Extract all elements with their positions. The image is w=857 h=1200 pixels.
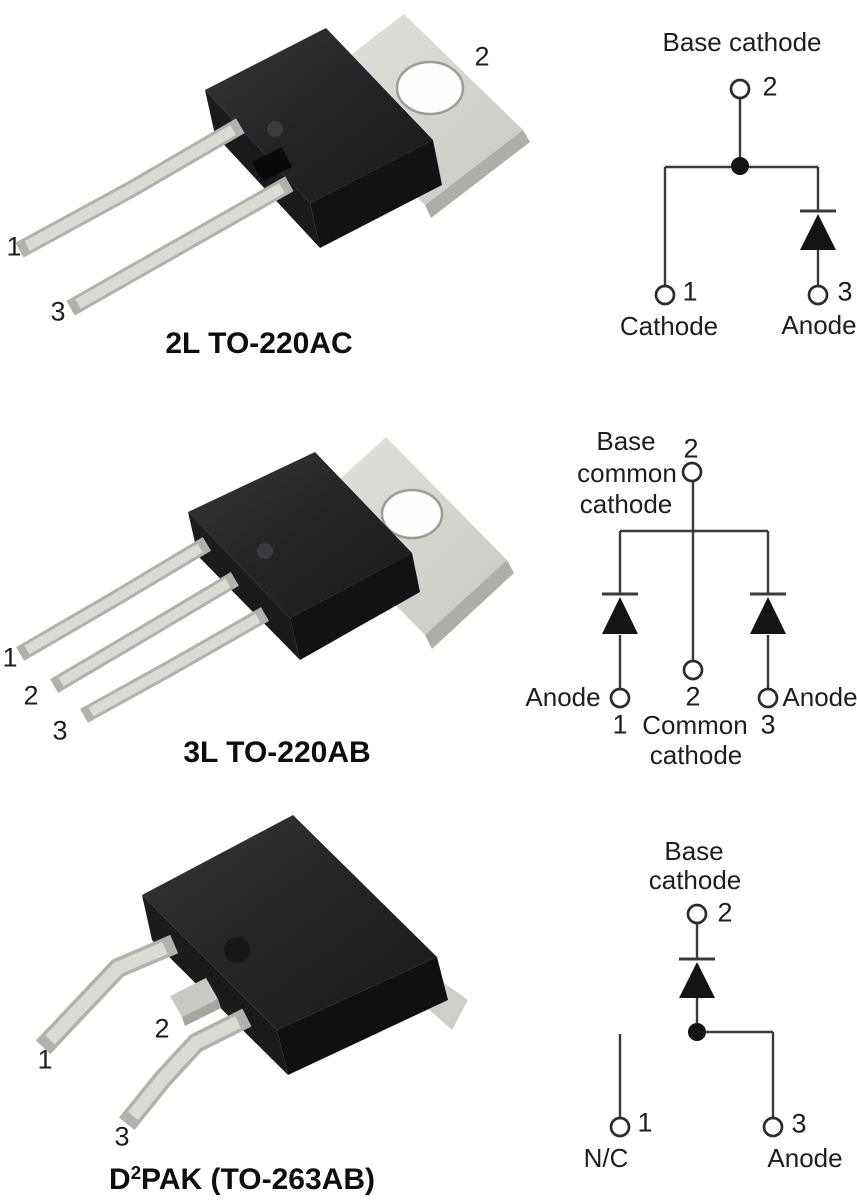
pkg1-pin3-number: 3 (50, 296, 66, 327)
pin3-terminal (762, 1116, 784, 1138)
sch1-pin1-label: Cathode (619, 311, 719, 341)
wires (663, 98, 820, 286)
body-indent (224, 937, 250, 963)
pkg1-pin2-number: 2 (474, 41, 490, 72)
schematic-2l-to220ac (654, 78, 836, 306)
pkg3-caption-prefix: D (109, 1163, 131, 1196)
metal-tab-edge (425, 130, 530, 218)
pkg3-pin2-number: 2 (154, 1013, 170, 1044)
sch2-pin2-bottom-number: 2 (685, 681, 701, 712)
package-photo-d2pak (35, 815, 468, 1131)
package-body-front (310, 140, 442, 248)
lead-1 (35, 934, 179, 1055)
sch2-pin1-label: Anode (525, 682, 601, 712)
sch1-pin2-number: 2 (762, 71, 778, 102)
sch3-pin1-number: 1 (637, 1107, 653, 1138)
sch2-pin1-number: 1 (612, 709, 628, 740)
diode-left-triangle (602, 597, 638, 634)
package-body-left (188, 512, 300, 660)
sch3-pin3-number: 3 (791, 1108, 807, 1139)
sch1-pin1-number: 1 (682, 276, 698, 307)
pin1-terminal (654, 284, 676, 306)
pkg3-caption: D2PAK (TO-263AB) (109, 1161, 375, 1196)
junction-dot (688, 1023, 706, 1041)
sch2-pin2-label-line1: Common (642, 710, 748, 740)
package-body-front (290, 553, 420, 660)
sch3-title-line1: Base (664, 836, 724, 866)
metal-tab-edge (425, 560, 514, 649)
lead-2 (50, 572, 239, 693)
diode-triangle (800, 214, 836, 250)
wires (618, 923, 775, 1118)
pkg2-caption: 3L TO-220AB (183, 736, 371, 769)
mold-gate (252, 147, 292, 182)
package-body-front (277, 957, 448, 1075)
wires (618, 481, 770, 689)
mounting-hole (395, 60, 465, 116)
pin3-terminal (807, 284, 829, 306)
schematic-3l-to220ab (602, 461, 786, 709)
lead-3 (66, 176, 294, 316)
package-photo-3l-to220ab (16, 437, 514, 723)
pkg2-pin2-number: 2 (23, 680, 39, 711)
package-body-top (205, 28, 433, 203)
sch2-pin2-label-line2: cathode (649, 740, 743, 770)
mounting-hole (380, 488, 444, 540)
pkg2-pin3-number: 3 (52, 715, 68, 746)
junction-dot (731, 157, 749, 175)
pin2-top-terminal (681, 461, 703, 483)
pkg3-pin3-number: 3 (114, 1121, 130, 1152)
pkg2-pin1-number: 1 (2, 642, 18, 673)
body-indent (267, 121, 283, 137)
lead-2-stub (170, 978, 221, 1026)
pkg3-caption-rest: PAK (TO-263AB) (141, 1163, 375, 1196)
sch2-title-line2: common (577, 458, 677, 488)
sch1-pin3-number: 3 (837, 276, 853, 307)
pin1-terminal (609, 1116, 631, 1138)
pin2-bottom-terminal (682, 659, 704, 681)
sch2-pin3-label: Anode (782, 682, 857, 712)
sch3-pin1-label: N/C (583, 1143, 629, 1173)
sch3-title-line2: cathode (648, 865, 742, 895)
sch2-title-line3: cathode (579, 489, 673, 519)
sch3-pin3-label: Anode (767, 1143, 843, 1173)
pin2-terminal (686, 903, 708, 925)
schematic-d2pak (609, 903, 784, 1138)
sch2-title-line1: Base (596, 426, 656, 456)
sch1-title: Base cathode (662, 27, 822, 57)
lead-3 (118, 1008, 252, 1131)
pkg1-caption: 2L TO-220AC (165, 327, 353, 360)
pin3-terminal (757, 687, 779, 709)
sch1-pin3-label: Anode (781, 310, 857, 340)
lead-1 (16, 537, 211, 661)
pkg3-caption-superscript: 2 (130, 1161, 142, 1183)
body-indent (257, 543, 273, 559)
pkg3-pin1-number: 1 (37, 1044, 53, 1075)
sch2-pin3-number: 3 (760, 709, 776, 740)
package-body-top (142, 815, 437, 1030)
sch3-pin2-number: 2 (717, 897, 733, 928)
package-photo-2l-to220ac (15, 14, 530, 316)
pin2-terminal (729, 78, 751, 100)
diode-right-triangle (750, 597, 786, 634)
package-body-left (142, 895, 288, 1075)
lead-3 (80, 607, 269, 723)
pin1-terminal (609, 687, 631, 709)
package-body-top (188, 452, 412, 618)
diode-triangle (679, 962, 715, 998)
lead-1 (15, 118, 245, 258)
pkg1-pin1-number: 1 (6, 231, 22, 262)
sch2-pin2-top-number: 2 (683, 433, 699, 464)
